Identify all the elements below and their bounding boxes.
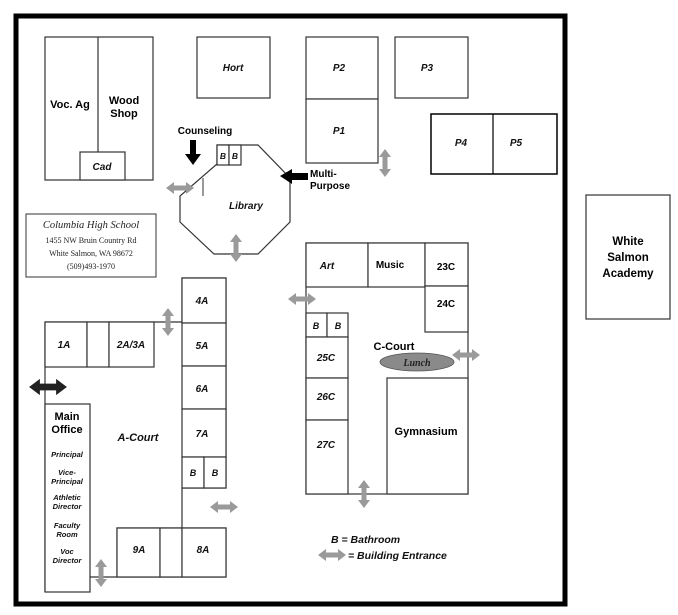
label-lunch: Lunch: [402, 358, 431, 369]
room-p2-box: [305, 36, 379, 100]
room-4a: 4A: [195, 296, 209, 307]
office-principal: Principal: [51, 450, 84, 459]
lunch-oval: [379, 352, 455, 372]
room-9a: 9A: [133, 545, 146, 556]
room-gymnasium: Gymnasium: [395, 426, 458, 438]
room-p1: P1: [333, 126, 346, 137]
room-b-library-1: B: [220, 151, 226, 161]
room-p5: P5: [510, 138, 523, 149]
school-phone: (509)493-1970: [67, 262, 115, 271]
room-8a: 8A: [197, 545, 210, 556]
label-c-court: C-Court: [374, 341, 415, 353]
room-hort: Hort: [223, 63, 244, 74]
room-24c: 24C: [437, 299, 455, 310]
room-2a-3a: 2A/3A: [116, 340, 145, 351]
room-b-a-1: B: [190, 468, 197, 478]
room-hort-box: [196, 36, 271, 99]
room-art: Art: [319, 261, 335, 272]
room-b-library-2: B: [232, 151, 238, 161]
arrow-counseling: [185, 140, 201, 165]
school-info-card: Columbia High School 1455 NW Bruin Count…: [25, 213, 157, 278]
room-26c: 26C: [316, 392, 336, 403]
office-vice-principal: Vice-Principal: [51, 468, 84, 486]
label-multi-purpose: Multi-Purpose: [310, 169, 350, 192]
room-5a: 5A: [196, 341, 209, 352]
building-voc-ag: [44, 36, 154, 181]
room-library: Library: [229, 201, 263, 212]
building-a-court: [44, 277, 227, 593]
room-p4-p5-box: [430, 113, 558, 175]
white-salmon-academy-box: [585, 194, 671, 320]
room-25c: 25C: [316, 353, 336, 364]
room-1a: 1A: [58, 340, 71, 351]
room-p3: P3: [421, 63, 434, 74]
room-p1-box: [305, 98, 379, 164]
room-b-a-2: B: [212, 468, 219, 478]
room-voc-ag: Voc. Ag: [50, 99, 90, 111]
room-p3-box: [394, 36, 469, 99]
room-27c: 27C: [316, 440, 336, 451]
room-6a: 6A: [196, 384, 209, 395]
room-23c: 23C: [437, 262, 455, 273]
room-music: Music: [376, 260, 405, 271]
legend-bathroom: B = Bathroom: [331, 534, 400, 546]
school-address: 1455 NW Bruin Country Rd: [46, 236, 137, 245]
room-p4: P4: [455, 138, 468, 149]
building-c-court: [305, 242, 469, 495]
legend-entrance: = Building Entrance: [348, 550, 447, 562]
label-counseling: Counseling: [178, 126, 232, 137]
school-name: Columbia High School: [43, 220, 139, 231]
label-a-court: A-Court: [117, 432, 160, 444]
room-b-c-2: B: [335, 321, 342, 331]
room-cad: Cad: [93, 162, 113, 173]
room-p2: P2: [333, 63, 346, 74]
school-city: White Salmon, WA 98672: [49, 249, 133, 258]
room-7a: 7A: [196, 429, 209, 440]
room-b-c-1: B: [313, 321, 320, 331]
arrow-multi-purpose: [280, 169, 308, 184]
